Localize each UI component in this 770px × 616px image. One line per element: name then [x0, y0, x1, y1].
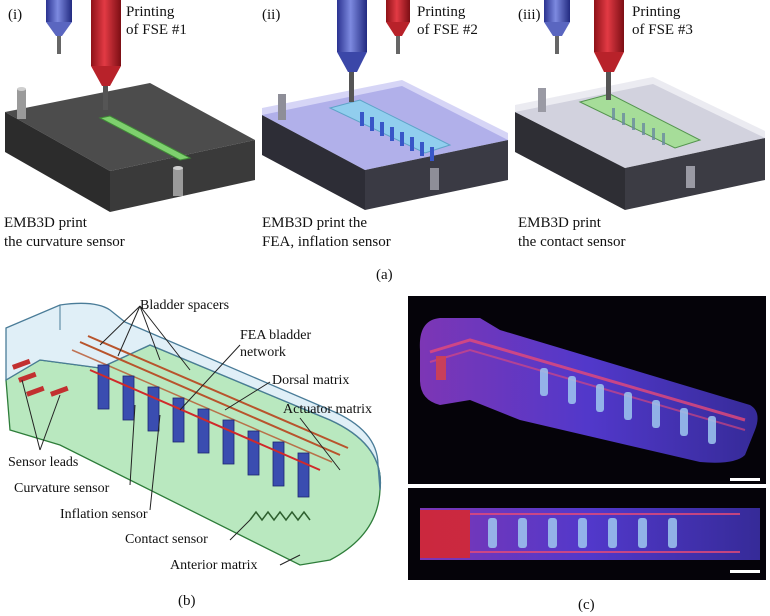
step1-desc-line2: the curvature sensor [4, 234, 125, 250]
step1-printing-line1: Printing [126, 4, 175, 20]
step3-printing-line2: of FSE #3 [632, 22, 693, 38]
panel-b-caption: (b) [178, 593, 196, 609]
step2-printing-line2: of FSE #2 [417, 22, 478, 38]
label-inflation-sensor: Inflation sensor [60, 507, 148, 522]
step2-desc-line1: EMB3D print the [262, 215, 367, 231]
step3-desc-line2: the contact sensor [518, 234, 626, 250]
step1-mold [5, 83, 255, 212]
step2-printing-line1: Printing [417, 4, 466, 20]
label-fea-bladder-2: network [240, 345, 286, 360]
step1-printing-line2: of FSE #1 [126, 22, 187, 38]
step3-desc-line1: EMB3D print [518, 215, 601, 231]
actuator-schematic [5, 302, 382, 566]
step2-desc-line2: FEA, inflation sensor [262, 234, 391, 250]
step3-index: (iii) [518, 7, 541, 23]
label-fea-bladder-1: FEA bladder [240, 328, 312, 343]
photo-top [408, 296, 766, 484]
label-dorsal-matrix: Dorsal matrix [272, 373, 350, 388]
step1-desc-line1: EMB3D print [4, 215, 87, 231]
step1-blue-nozzle [46, 0, 72, 54]
step2-mold [262, 80, 508, 210]
scale-bar-top [730, 478, 760, 481]
label-bladder-spacers: Bladder spacers [140, 298, 230, 313]
label-actuator-matrix: Actuator matrix [283, 402, 373, 417]
step3-mold [515, 77, 765, 210]
photo-bottom [408, 488, 766, 580]
label-contact-sensor: Contact sensor [125, 532, 208, 547]
step3-blue-nozzle [544, 0, 570, 54]
panel-a-caption: (a) [376, 267, 393, 283]
step1-red-nozzle [91, 0, 121, 110]
step1-index: (i) [8, 7, 23, 23]
label-curvature-sensor: Curvature sensor [14, 481, 110, 496]
step2-blue-nozzle [337, 0, 367, 102]
step3-red-nozzle [594, 0, 624, 100]
step2-index: (ii) [262, 7, 281, 23]
scale-bar-bottom [730, 570, 760, 573]
panel-c-caption: (c) [578, 597, 595, 613]
label-sensor-leads: Sensor leads [8, 455, 79, 470]
label-anterior-matrix: Anterior matrix [170, 558, 258, 573]
step2-red-nozzle [386, 0, 410, 54]
step3-printing-line1: Printing [632, 4, 681, 20]
